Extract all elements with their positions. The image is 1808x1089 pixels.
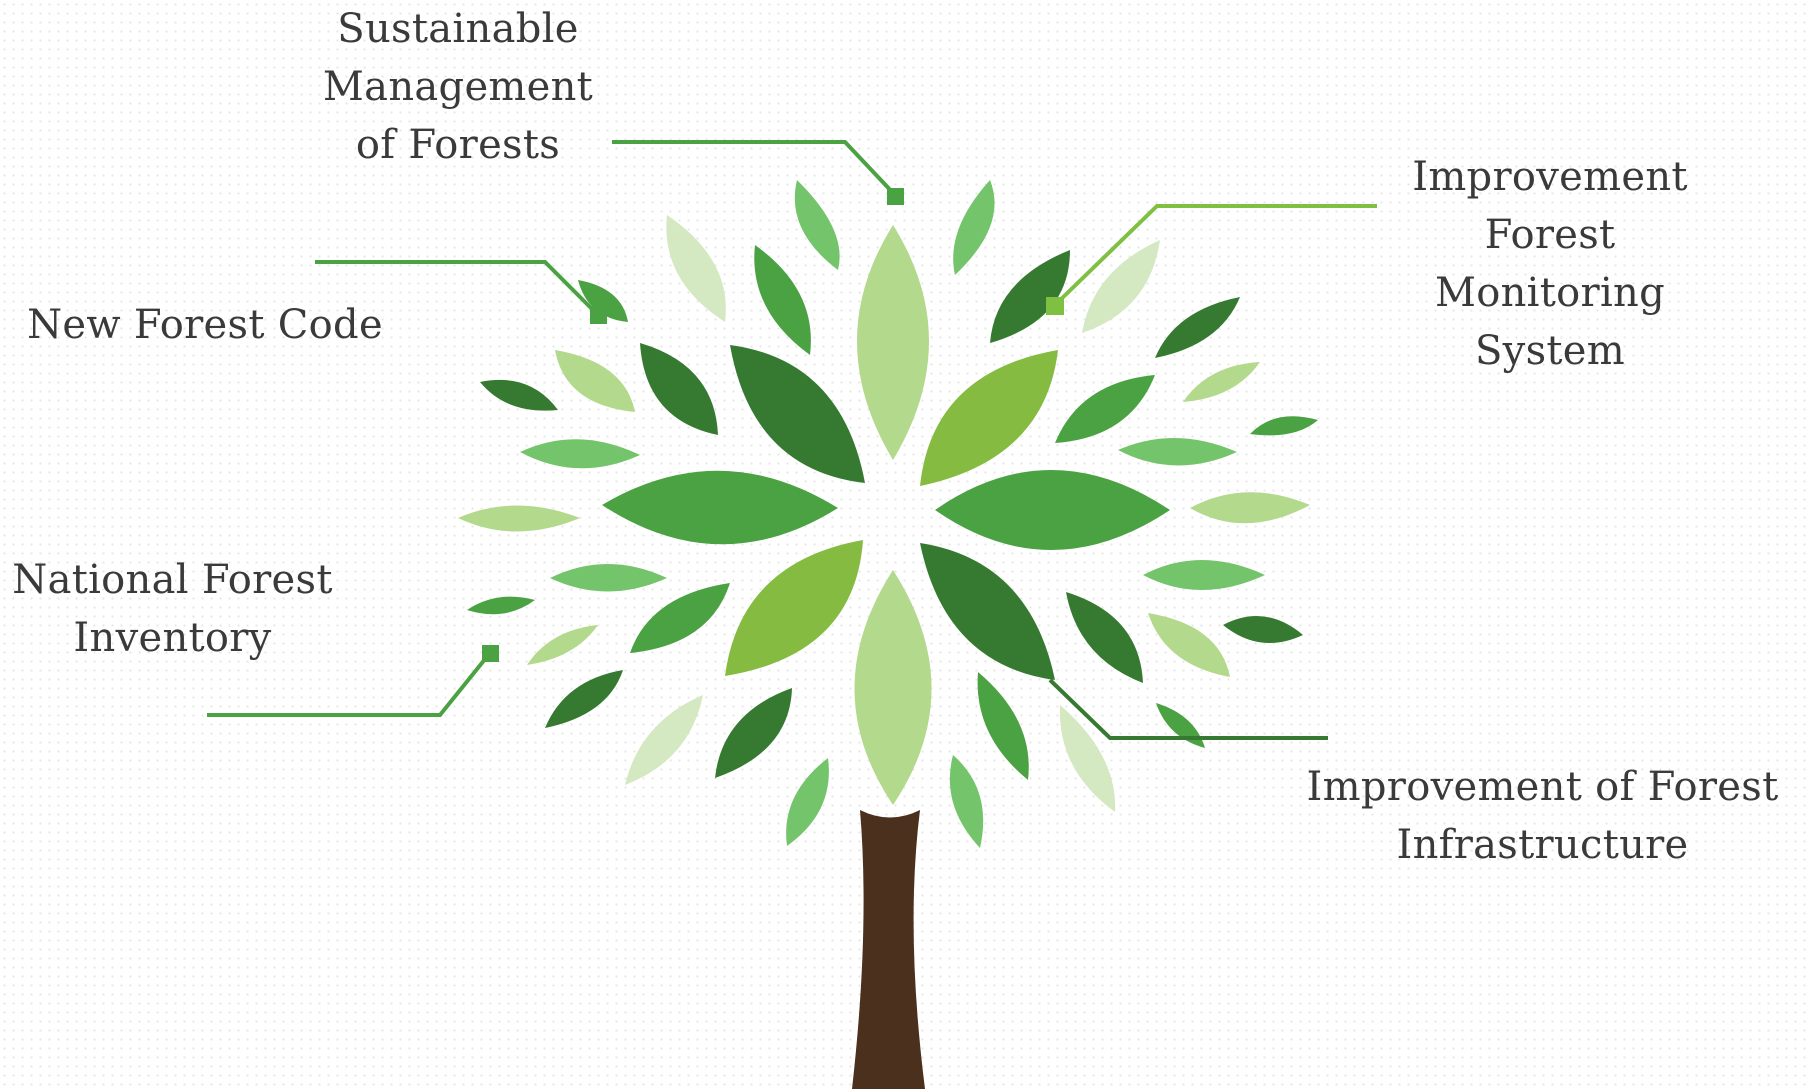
leaf (1190, 492, 1310, 524)
label-line: Improvement (1412, 154, 1688, 200)
connectors (207, 140, 1377, 740)
leaf (1250, 416, 1318, 436)
marker-sustainable (887, 188, 904, 205)
tree-trunk (852, 810, 925, 1089)
connector-sustainable (612, 140, 897, 197)
label-new-forest-code: New Forest Code (0, 296, 410, 354)
leaf (920, 350, 1058, 486)
label-line: New Forest Code (27, 302, 383, 348)
leaf (935, 470, 1170, 550)
leaf (1059, 705, 1116, 812)
leaf (467, 596, 535, 615)
label-national-forest-inventory: National Forest Inventory (0, 551, 345, 667)
leaf (1223, 616, 1303, 643)
leaf (630, 583, 730, 653)
label-forest-monitoring: Improvement Forest Monitoring System (1380, 148, 1720, 380)
label-sustainable-management: Sustainable Management of Forests (298, 0, 618, 174)
leaf (715, 688, 792, 778)
leaf (578, 280, 628, 322)
label-line: Inventory (73, 615, 272, 661)
leaf (730, 345, 865, 483)
label-line: Infrastructure (1396, 822, 1689, 868)
leaf (545, 670, 623, 728)
leaf (786, 758, 829, 846)
leaf (977, 672, 1029, 780)
leaf (754, 245, 811, 355)
leaf (555, 350, 635, 412)
leaf (550, 564, 667, 592)
leaf (480, 379, 558, 411)
leaf (725, 540, 863, 676)
connector-forest-code (315, 260, 600, 317)
leaf (1118, 437, 1237, 466)
leaf (990, 250, 1070, 343)
marker-forest-code (590, 307, 607, 324)
leaf (625, 695, 703, 785)
label-line: Forest (1484, 212, 1616, 258)
leaf (1183, 362, 1260, 402)
leaf (666, 215, 726, 322)
tree-crown (458, 180, 1318, 848)
leaf (1156, 703, 1205, 748)
leaf (857, 225, 929, 460)
connector-infrastructure (1048, 678, 1328, 740)
connector-monitoring (1053, 204, 1377, 307)
leaf (458, 505, 580, 532)
leaf (527, 625, 598, 665)
leaf (1066, 592, 1143, 683)
label-line: of Forests (355, 122, 561, 168)
leaf (520, 439, 640, 469)
label-forest-infrastructure: Improvement of Forest Infrastructure (1285, 758, 1800, 874)
label-line: Sustainable (337, 6, 579, 52)
leaf (854, 570, 932, 805)
leaf (1055, 375, 1155, 443)
connector-inventory (207, 651, 492, 717)
label-line: National Forest (12, 557, 333, 603)
leaf (640, 343, 718, 435)
leaf (1155, 297, 1240, 358)
marker-inventory (482, 645, 499, 662)
label-line: Monitoring (1434, 270, 1666, 316)
leaf (1143, 560, 1265, 590)
leaf (602, 470, 838, 545)
label-line: Management (322, 64, 594, 110)
label-line: System (1474, 328, 1625, 374)
leaf (953, 180, 995, 275)
leaf (949, 755, 984, 848)
label-line: Improvement of Forest (1306, 764, 1779, 810)
leaf (1082, 240, 1160, 333)
leaf (794, 180, 840, 270)
leaf (920, 543, 1055, 680)
marker-monitoring (1046, 297, 1064, 315)
leaf (1148, 613, 1230, 677)
